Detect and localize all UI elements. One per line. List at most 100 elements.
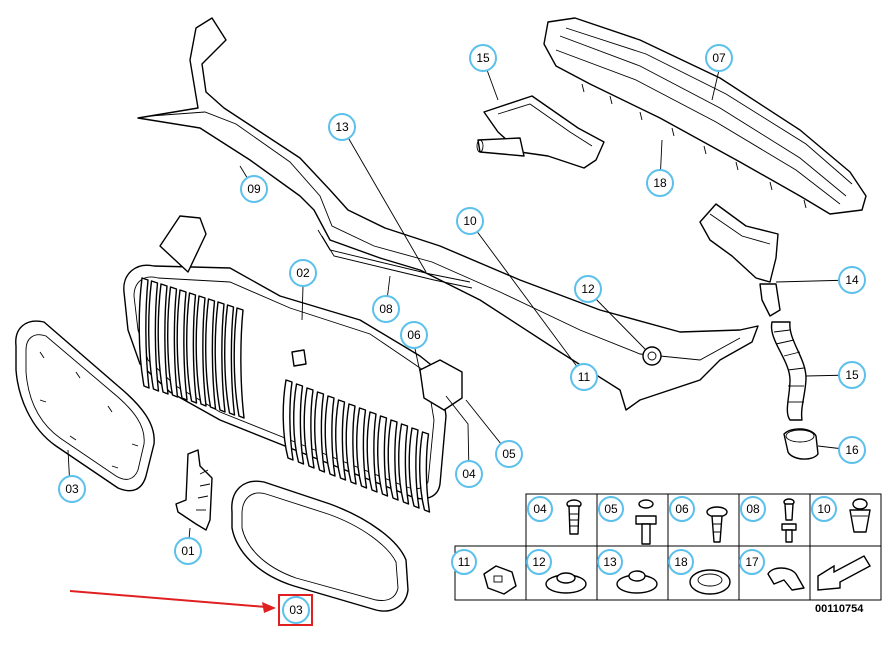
hose-clamp-icon-17 bbox=[767, 567, 805, 591]
grille-slat bbox=[387, 419, 399, 501]
clip-icon-11 bbox=[483, 565, 517, 595]
grille-slat bbox=[324, 395, 336, 477]
svg-text:15: 15 bbox=[476, 51, 490, 65]
grille-carrier-part-02 bbox=[123, 215, 463, 513]
grille-slats-right bbox=[282, 379, 431, 513]
grille-slat bbox=[398, 423, 410, 505]
svg-text:13: 13 bbox=[603, 555, 617, 569]
svg-text:07: 07 bbox=[712, 51, 726, 65]
svg-text:16: 16 bbox=[845, 443, 859, 457]
expanding-rivet-icon-05 bbox=[635, 499, 657, 545]
grille-slat bbox=[186, 292, 198, 404]
svg-text:08: 08 bbox=[746, 502, 760, 516]
svg-text:05: 05 bbox=[502, 447, 516, 461]
grille-slat bbox=[214, 301, 226, 413]
grille-slat bbox=[233, 307, 245, 419]
table-callout-17: 17 bbox=[739, 549, 765, 575]
svg-text:13: 13 bbox=[335, 120, 349, 134]
grille-slats-left bbox=[138, 277, 245, 419]
callout-09: 09 bbox=[240, 175, 268, 203]
callout-08: 08 bbox=[372, 295, 400, 323]
table-callout-06: 06 bbox=[669, 496, 695, 522]
svg-text:11: 11 bbox=[578, 370, 591, 384]
grille-slat bbox=[157, 283, 169, 395]
arrow-icon bbox=[817, 555, 871, 591]
grille-slat bbox=[195, 295, 207, 407]
bracket-part-01 bbox=[175, 449, 213, 531]
callout-13: 13 bbox=[328, 113, 356, 141]
svg-text:03: 03 bbox=[65, 482, 79, 496]
callout-05: 05 bbox=[495, 440, 523, 468]
callout-10: 10 bbox=[456, 207, 484, 235]
svg-text:11: 11 bbox=[458, 555, 471, 569]
grille-slat bbox=[205, 298, 217, 410]
svg-text:14: 14 bbox=[845, 273, 859, 287]
svg-text:05: 05 bbox=[604, 502, 618, 516]
table-callout-04: 04 bbox=[527, 496, 553, 522]
svg-text:06: 06 bbox=[675, 502, 689, 516]
svg-text:18: 18 bbox=[653, 176, 667, 190]
grille-slat bbox=[335, 399, 347, 481]
seal-strip-part-08 bbox=[317, 229, 473, 289]
svg-text:09: 09 bbox=[247, 182, 261, 196]
hardware-drawings bbox=[483, 498, 871, 595]
table-callout-13: 13 bbox=[597, 549, 623, 575]
highlight-box bbox=[278, 594, 313, 626]
callout-03-right: 03 bbox=[282, 596, 310, 624]
callout-14: 14 bbox=[838, 266, 866, 294]
svg-text:06: 06 bbox=[407, 328, 421, 342]
grille-slat bbox=[314, 391, 326, 473]
push-clip-icon-10 bbox=[849, 498, 871, 533]
screw-icon-04 bbox=[566, 499, 582, 535]
highlight-arrow bbox=[69, 590, 276, 613]
callout-11: 11 bbox=[570, 363, 598, 391]
grille-slat bbox=[419, 431, 431, 513]
table-callout-08: 08 bbox=[740, 496, 766, 522]
svg-text:17: 17 bbox=[745, 555, 759, 569]
grille-slat bbox=[345, 403, 357, 485]
table-callout-11: 11 bbox=[451, 549, 477, 575]
bushing-icon-18 bbox=[689, 569, 731, 595]
svg-text:04: 04 bbox=[462, 467, 476, 481]
table-callout-10: 10 bbox=[811, 496, 837, 522]
grille-slat bbox=[138, 277, 150, 389]
table-callout-12: 12 bbox=[526, 549, 552, 575]
table-callout-18: 18 bbox=[668, 549, 694, 575]
callout-06: 06 bbox=[400, 321, 428, 349]
grille-slat bbox=[282, 379, 294, 461]
callout-12: 12 bbox=[574, 275, 602, 303]
svg-text:03: 03 bbox=[289, 603, 303, 617]
grille-frame-part-03-right bbox=[231, 480, 409, 612]
callout-01: 01 bbox=[174, 537, 202, 565]
grille-slat bbox=[303, 387, 315, 469]
svg-text:04: 04 bbox=[533, 502, 547, 516]
svg-text:10: 10 bbox=[463, 214, 477, 228]
svg-text:18: 18 bbox=[674, 555, 688, 569]
grille-slat bbox=[176, 289, 188, 401]
grommet-icon-13 bbox=[616, 570, 658, 594]
callout-04: 04 bbox=[455, 460, 483, 488]
grille-frame-part-03-left bbox=[15, 320, 155, 492]
air-duct-part-14 bbox=[699, 203, 781, 317]
svg-text:12: 12 bbox=[581, 282, 595, 296]
callout-15-upper: 15 bbox=[469, 44, 497, 72]
callout-07: 07 bbox=[705, 44, 733, 72]
callout-15-lower: 15 bbox=[838, 361, 866, 389]
svg-text:12: 12 bbox=[532, 555, 546, 569]
svg-text:08: 08 bbox=[379, 302, 393, 316]
grille-slat bbox=[167, 286, 179, 398]
svg-text:01: 01 bbox=[181, 544, 195, 558]
end-fitting-part-16 bbox=[783, 428, 819, 460]
reference-number: 00110754 bbox=[815, 603, 864, 615]
callout-02: 02 bbox=[289, 259, 317, 287]
grille-slat bbox=[377, 415, 389, 497]
grille-slat bbox=[224, 304, 236, 416]
air-duct-part-15 bbox=[476, 95, 605, 169]
callout-18: 18 bbox=[646, 169, 674, 197]
svg-text:10: 10 bbox=[817, 502, 831, 516]
callout-16: 16 bbox=[838, 436, 866, 464]
grille-slat bbox=[408, 427, 420, 509]
lower-grille-part-07 bbox=[543, 17, 867, 215]
hose-part-15 bbox=[770, 321, 807, 421]
